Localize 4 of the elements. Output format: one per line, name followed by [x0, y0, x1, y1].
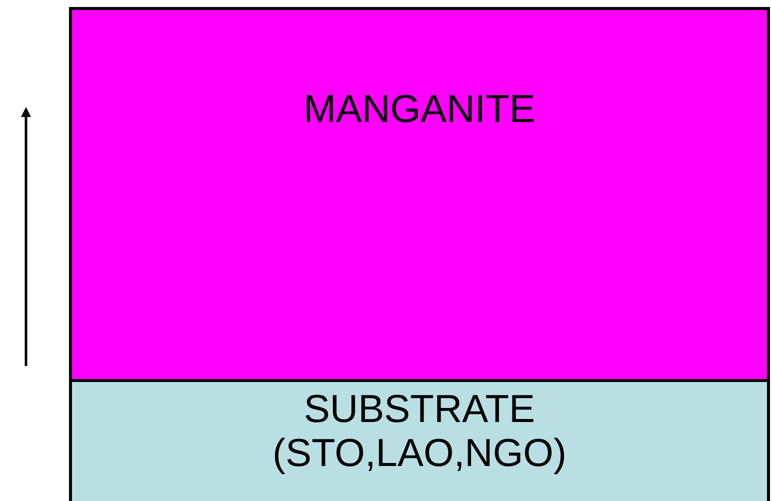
layer-box	[69, 379, 770, 501]
layer-box	[69, 7, 770, 382]
layer-label: MANGANITE	[304, 88, 536, 132]
layer-label: SUBSTRATE (STO,LAO,NGO)	[272, 388, 568, 476]
